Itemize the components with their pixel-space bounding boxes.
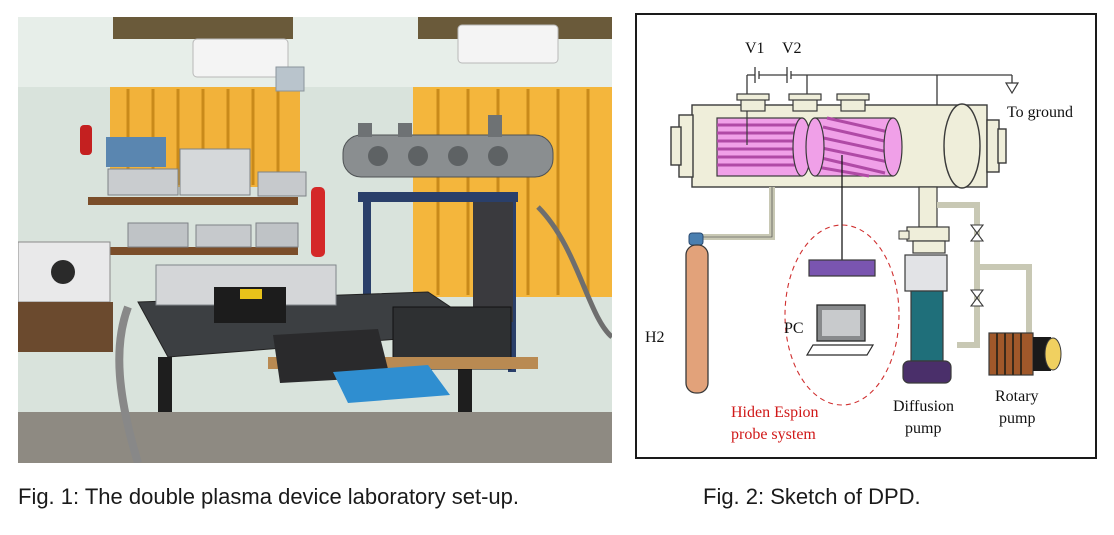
right-flange [986, 119, 1000, 173]
probe-system-outline [784, 224, 900, 406]
instrument-box [106, 137, 166, 167]
rotary-pump [988, 332, 1034, 376]
figure1-caption: Fig. 1: The double plasma device laborat… [18, 484, 519, 509]
mass-spectrometer-bar [808, 259, 876, 277]
diffusion-pump [910, 290, 944, 362]
dpd-schematic: V1 V2 To ground H2 PC Hiden Espion probe… [645, 40, 1073, 443]
baffle [904, 254, 948, 292]
lab-setup-photo [18, 17, 612, 463]
label-rotary-line2: pump [999, 410, 1035, 427]
laptop-black [273, 329, 390, 383]
lab-setup-illustration [18, 17, 612, 463]
target-magnet-stripes [816, 116, 894, 178]
fire-extinguisher [80, 125, 92, 155]
top-port [740, 98, 766, 112]
label-v2: V2 [782, 40, 802, 57]
label-rotary-line1: Rotary [995, 388, 1039, 405]
source-plasma-region [716, 117, 803, 177]
h2-valve-icon [688, 232, 704, 246]
valve-icon [969, 224, 985, 307]
label-ground: To ground [1007, 104, 1073, 121]
air-conditioner-left [192, 38, 289, 78]
diffusion-pump-base [902, 360, 952, 384]
label-probe-line2: probe system [731, 426, 816, 443]
label-diffusion-line1: Diffusion [893, 398, 954, 415]
foreline-pipe [937, 202, 980, 348]
label-h2: H2 [645, 329, 665, 346]
dpd-sketch: V1 V2 To ground H2 PC Hiden Espion probe… [635, 13, 1097, 459]
label-pc: PC [784, 320, 804, 337]
label-v1: V1 [745, 40, 765, 57]
pump-column [473, 202, 513, 322]
label-diffusion-line2: pump [905, 420, 941, 437]
h2-cylinder [685, 244, 709, 394]
gas-feed-line [694, 187, 775, 245]
source-magnet-stripes [717, 123, 802, 167]
ground-symbol-icon [1004, 82, 1020, 95]
air-conditioner-right [457, 24, 559, 64]
label-probe-line1: Hiden Espion [731, 404, 819, 421]
laptop-blue [333, 365, 450, 403]
figure2-caption: Fig. 2: Sketch of DPD. [703, 484, 921, 509]
keyboard-icon [805, 344, 875, 356]
